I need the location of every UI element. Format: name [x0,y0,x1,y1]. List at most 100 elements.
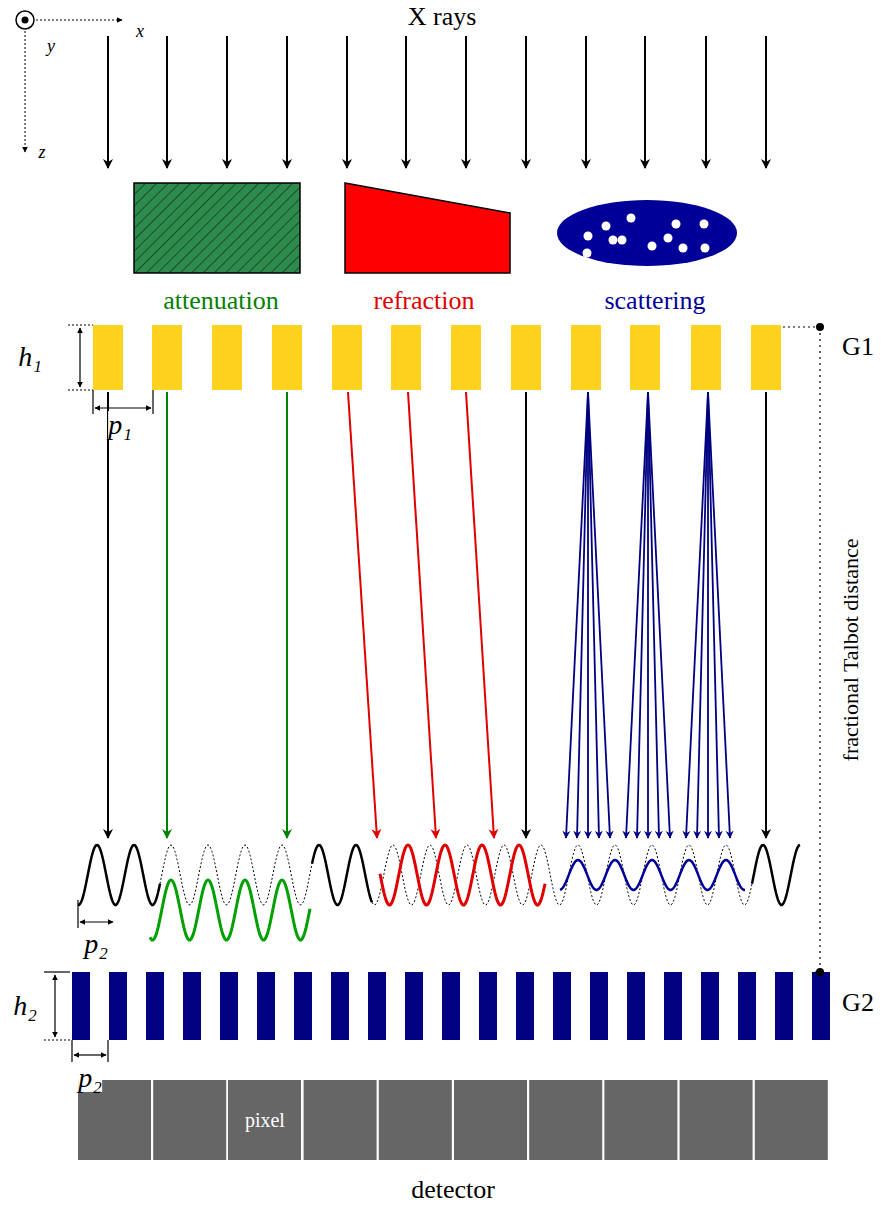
detector-pixel [78,1080,151,1160]
dimension-label: h₂ [13,992,37,1020]
g1-bar [152,325,182,390]
grating-label: G2 [842,990,874,1016]
ray [648,392,659,838]
ray [647,392,649,838]
ray [707,392,709,838]
g2-bar [294,972,312,1040]
axis-label: y [47,37,55,55]
effect-label: scattering [604,288,705,314]
g1-bar [332,325,362,390]
ray [587,392,589,838]
g1-bar [272,325,302,390]
ray [525,392,527,838]
title-label: X rays [408,4,477,30]
ray [107,392,109,838]
xray-arrow [346,36,348,168]
g2-bar [183,972,201,1040]
g1-bar [212,325,242,390]
xray-arrow [465,36,467,168]
xray-arrow [644,36,646,168]
g2-bar [442,972,460,1040]
g2-bar [701,972,719,1040]
detector-pixel [680,1080,753,1160]
ray [577,392,588,838]
xray-arrow [525,36,527,168]
ray [588,392,599,838]
g2-bar [479,972,497,1040]
detector-pixel [529,1080,602,1160]
g2-bar [331,972,349,1040]
ray [708,392,730,838]
xray-arrow [286,36,288,168]
grating-label: G1 [842,334,874,360]
effect-label: refraction [373,288,474,314]
ray [708,392,719,838]
g2-bar [109,972,127,1040]
g2-bar [775,972,793,1040]
g1-bar [751,325,781,390]
g2-bar [368,972,386,1040]
intensity-wave [312,845,372,905]
ray [566,392,588,838]
detector-pixel [379,1080,452,1160]
xray-arrow [107,36,109,168]
detector-pixel: pixel [228,1080,301,1160]
ray [588,392,610,838]
ray [686,392,708,838]
ray [348,392,377,838]
ray [626,392,648,838]
g2-bar [516,972,534,1040]
axis-label: x [136,22,144,40]
detector-pixel [304,1080,377,1160]
axis-label: z [38,143,45,161]
xray-arrow [765,36,767,168]
g2-bar [812,972,830,1040]
g2-bar [738,972,756,1040]
ray [466,392,494,838]
g2-bar [405,972,423,1040]
g2-bar [590,972,608,1040]
detector-pixel [153,1080,226,1160]
g1-bar [511,325,541,390]
g1-bar [391,325,421,390]
ray [408,392,436,838]
ray [648,392,670,838]
xray-arrow [705,36,707,168]
g1-bar [691,325,721,390]
pixel-label: pixel [245,1109,285,1132]
g2-bar [257,972,275,1040]
xray-arrow [166,36,168,168]
dimension-label: p₂ [78,1064,102,1092]
g2-bar [146,972,164,1040]
ray [765,392,767,838]
effect-label: attenuation [163,288,279,314]
g2-bar [220,972,238,1040]
ray [637,392,648,838]
distance-label: fractional Talbot distance [840,539,862,762]
g2-bar [553,972,571,1040]
intensity-wave [548,845,752,905]
g2-bar [627,972,645,1040]
intensity-wave [380,845,545,905]
detector-pixel [454,1080,527,1160]
g1-bar [571,325,601,390]
dimension-label: p₂ [84,930,108,958]
detector-pixel [604,1080,677,1160]
g2-bar [664,972,682,1040]
g1-bar [451,325,481,390]
detector-label: detector [411,1177,495,1203]
xray-arrow [226,36,228,168]
intensity-wave [560,860,745,890]
intensity-wave [372,845,548,905]
ray [286,392,288,838]
xray-arrow [585,36,587,168]
xray-arrow [405,36,407,168]
dimension-label: h₁ [18,343,42,371]
intensity-wave [150,880,310,940]
detector-pixel [755,1080,828,1160]
dimension-label: p₁ [108,411,132,439]
ray [166,392,168,838]
g1-bar [93,325,123,390]
